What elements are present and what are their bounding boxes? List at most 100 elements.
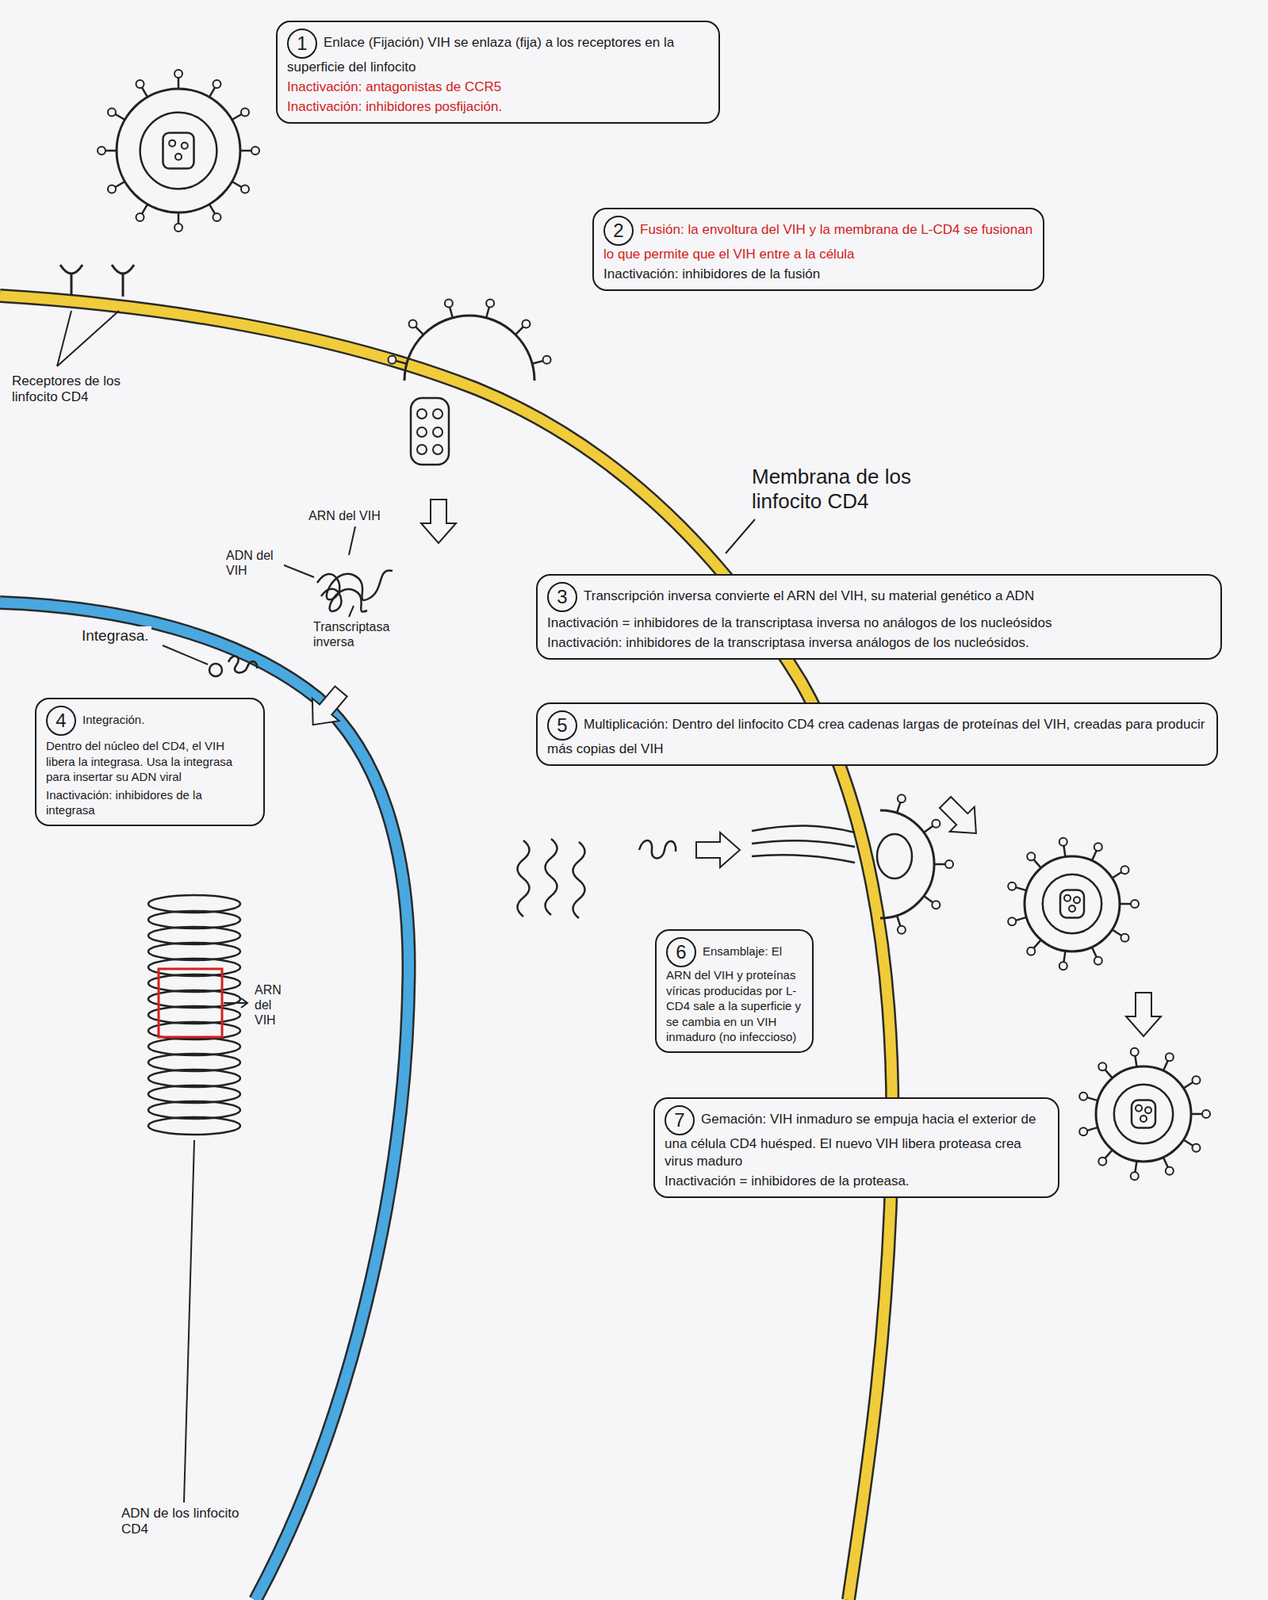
viral-envelope — [404, 315, 535, 381]
glycoprotein-knob — [1120, 934, 1129, 943]
glycoprotein-stem — [1015, 917, 1027, 921]
glycoprotein-knob — [444, 298, 453, 307]
glycoprotein-knob — [213, 80, 222, 89]
step-note: Inactivación: inhibidores posfijación. — [287, 98, 709, 116]
viral-rna — [639, 840, 676, 859]
process-box: 3Transcripción inversa convierte el ARN … — [536, 574, 1223, 660]
glycoprotein-stem — [141, 87, 148, 97]
process-arrow — [1126, 992, 1161, 1037]
dna-turn — [148, 1117, 241, 1135]
dna-turn — [148, 1038, 241, 1056]
glycoprotein-knob — [1026, 947, 1035, 956]
hiv-virion — [880, 794, 954, 934]
dna-turn — [148, 927, 241, 945]
protein-chain — [545, 838, 558, 916]
glycoprotein-knob — [486, 298, 495, 307]
rna-dot — [175, 153, 182, 161]
rna-dot — [1068, 905, 1076, 912]
dna-turn — [148, 1053, 241, 1072]
integrase-molecule — [209, 663, 223, 677]
glycoprotein-stem — [1087, 1127, 1098, 1131]
step-note: Inactivación = inhibidores de la transcr… — [547, 614, 1211, 633]
glycoprotein-stem — [923, 826, 933, 833]
process-arrow-shape — [932, 789, 989, 846]
step-note: Dentro del núcleo del CD4, el VIH libera… — [45, 738, 254, 786]
glycoprotein-stem — [896, 802, 901, 813]
protein-chain — [573, 842, 586, 919]
glycoprotein-stem — [486, 306, 490, 318]
step-number: 1 — [287, 28, 318, 59]
glycoprotein-stem — [1063, 846, 1065, 858]
glycoprotein-stem — [1091, 947, 1097, 958]
glycoprotein-stem — [1119, 903, 1131, 906]
glycoprotein-stem — [1111, 929, 1122, 936]
leader-line — [57, 310, 119, 367]
protein-chain — [751, 854, 855, 863]
part-label: Transcriptasa inversa — [310, 618, 411, 651]
glycoprotein-knob — [897, 926, 906, 935]
rna-dot — [168, 140, 176, 147]
leader-line — [348, 605, 354, 617]
nucleus-outline — [0, 602, 410, 1600]
glycoprotein-stem — [177, 77, 181, 89]
glycoprotein-stem — [209, 87, 215, 97]
capsid — [410, 398, 449, 465]
leader-line — [725, 519, 755, 554]
step-description: Fusión: la envoltura del VIH y la membra… — [603, 222, 1033, 262]
rna-dot — [1135, 1105, 1142, 1112]
glycoprotein-knob — [174, 69, 183, 78]
process-arrow — [932, 789, 989, 846]
glycoprotein-stem — [1087, 1097, 1098, 1101]
glycoprotein-stem — [232, 114, 242, 120]
glycoprotein-knob — [1130, 1172, 1139, 1180]
glycoprotein-knob — [241, 185, 250, 194]
glycoprotein-knob — [931, 819, 940, 828]
glycoprotein-stem — [1163, 1157, 1169, 1169]
step-note: Inactivación: inhibidores de la integras… — [45, 787, 254, 819]
capsid — [1060, 890, 1085, 919]
receptor-cup — [111, 264, 135, 274]
rna-dot — [1145, 1107, 1152, 1114]
viral-envelope — [116, 88, 241, 213]
protein-chain — [751, 840, 855, 847]
virus-group — [97, 69, 1211, 1180]
glycoprotein-stem — [934, 863, 946, 866]
viral-matrix — [140, 112, 218, 190]
step-description: Gemación: VIH inmaduro se empuja hacia e… — [664, 1111, 1036, 1169]
rna-dot — [432, 444, 443, 455]
process-box: 5Multiplicación: Dentro del linfocito CD… — [536, 702, 1219, 767]
glycoprotein-stem — [1163, 1061, 1169, 1072]
dna-turn — [148, 990, 241, 1008]
glycoprotein-stem — [1134, 1160, 1137, 1173]
glycoprotein-knob — [1059, 838, 1068, 847]
receptor-stem — [70, 274, 73, 295]
part-label: ADN de los linfocito CD4 — [118, 1505, 255, 1540]
glycoprotein-knob — [521, 320, 530, 329]
rna-dot — [1064, 895, 1071, 902]
viral-matrix — [1042, 874, 1102, 934]
step-note: Inactivación: inhibidores de la fusión — [603, 265, 1034, 284]
process-box: 4Integración.Dentro del núcleo del CD4, … — [34, 697, 265, 827]
glycoprotein-knob — [1026, 852, 1035, 861]
glycoprotein-stem — [1034, 939, 1042, 949]
rna-dot — [432, 427, 443, 437]
glycoprotein-stem — [209, 204, 215, 215]
hiv-virion — [387, 298, 551, 381]
step-description: Transcripción inversa convierte el ARN d… — [583, 588, 1035, 604]
glycoprotein-knob — [174, 223, 183, 232]
step-description: Multiplicación: Dentro del linfocito CD4… — [547, 716, 1205, 757]
capsid — [877, 834, 912, 879]
glycoprotein-knob — [1079, 1092, 1088, 1101]
dna-turn — [148, 942, 241, 961]
step-number: 5 — [547, 710, 578, 741]
glycoprotein-knob — [241, 108, 250, 117]
process-box: 7Gemación: VIH inmaduro se empuja hacia … — [653, 1097, 1060, 1199]
highlight-box — [158, 969, 223, 1038]
process-arrow-shape — [696, 832, 740, 868]
process-arrow-shape — [299, 680, 355, 736]
nucleus-membrane — [0, 602, 410, 1600]
glycoprotein-stem — [1105, 1069, 1113, 1079]
dna-turn — [148, 1101, 241, 1119]
viral-rna — [317, 570, 393, 601]
glycoprotein-knob — [1130, 900, 1139, 908]
